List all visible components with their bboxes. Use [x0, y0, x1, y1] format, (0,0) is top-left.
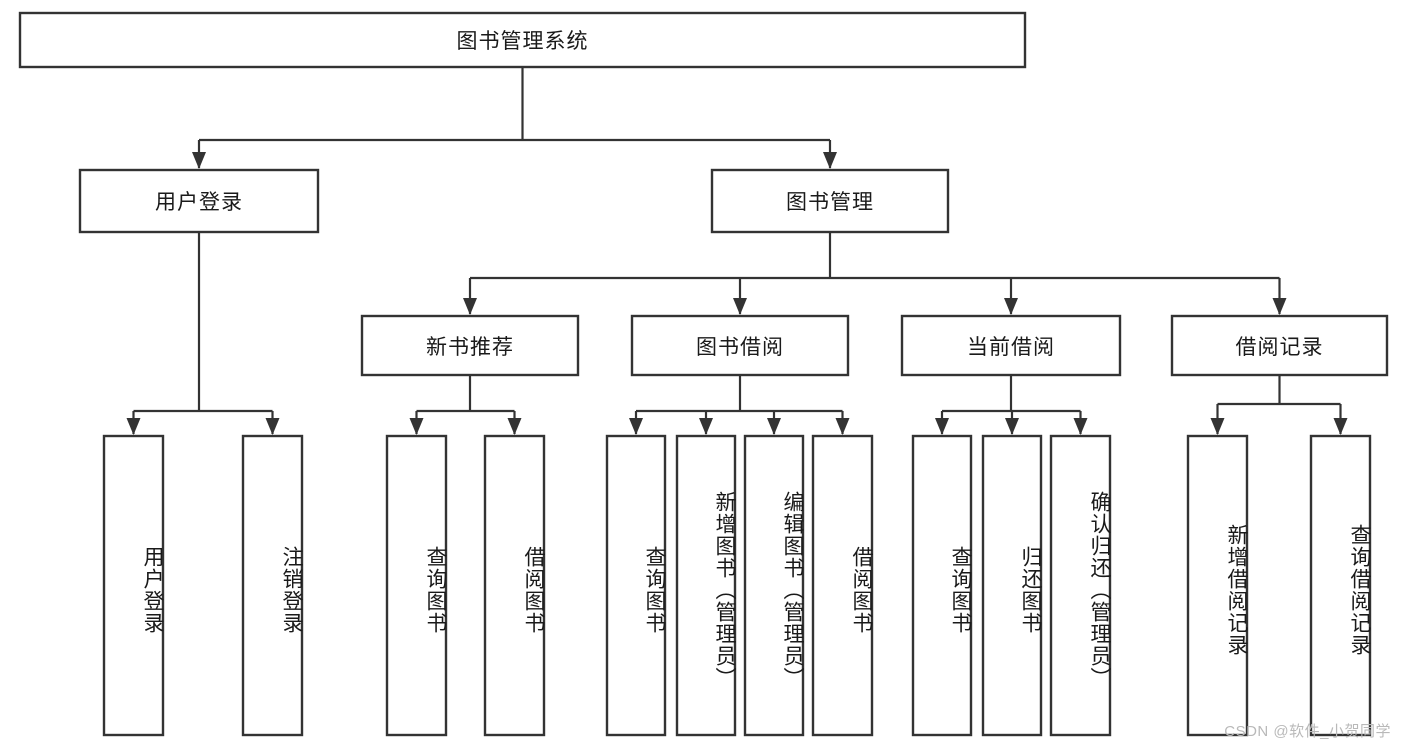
node-box-查询借阅记录[interactable] — [1309, 434, 1372, 737]
arrow-head-icon — [126, 418, 141, 435]
node-box-图书管理[interactable] — [710, 168, 950, 234]
node-box-当前借阅[interactable] — [900, 314, 1122, 377]
node-box-图书借阅[interactable] — [630, 314, 850, 377]
node-box-借阅图书[interactable] — [483, 434, 546, 737]
arrow-head-icon — [823, 152, 837, 169]
node-box-查询图书[interactable] — [911, 434, 973, 737]
node-boxes — [18, 11, 1389, 737]
node-box-编辑图书管理员[interactable] — [743, 434, 805, 737]
arrow-head-icon — [935, 418, 949, 435]
node-box-注销登录[interactable] — [241, 434, 304, 737]
arrow-head-icon — [835, 418, 850, 435]
connector-lines — [126, 67, 1348, 435]
arrow-head-icon — [409, 418, 424, 435]
arrow-head-icon — [767, 418, 781, 435]
arrow-head-icon — [733, 298, 747, 315]
arrow-head-icon — [1210, 418, 1225, 435]
arrow-head-icon — [463, 298, 477, 315]
node-box-图书管理系统[interactable] — [18, 11, 1027, 69]
arrow-head-icon — [699, 418, 713, 435]
arrow-head-icon — [629, 418, 643, 435]
node-box-借阅记录[interactable] — [1170, 314, 1389, 377]
node-box-新增借阅记录[interactable] — [1186, 434, 1249, 737]
node-box-确认归还管理员[interactable] — [1049, 434, 1112, 737]
node-box-借阅图书[interactable] — [811, 434, 874, 737]
arrow-head-icon — [192, 152, 206, 169]
node-box-用户登录[interactable] — [102, 434, 165, 737]
node-box-新增图书管理员[interactable] — [675, 434, 737, 737]
node-box-新书推荐[interactable] — [360, 314, 580, 377]
node-box-查询图书[interactable] — [605, 434, 667, 737]
node-box-查询图书[interactable] — [385, 434, 448, 737]
arrow-head-icon — [1005, 418, 1019, 435]
arrow-head-icon — [507, 418, 522, 435]
arrow-head-icon — [1272, 298, 1287, 315]
arrow-head-icon — [265, 418, 280, 435]
arrow-head-icon — [1004, 298, 1018, 315]
node-box-归还图书[interactable] — [981, 434, 1043, 737]
arrow-head-icon — [1333, 418, 1348, 435]
node-box-用户登录[interactable] — [78, 168, 320, 234]
arrow-head-icon — [1073, 418, 1088, 435]
